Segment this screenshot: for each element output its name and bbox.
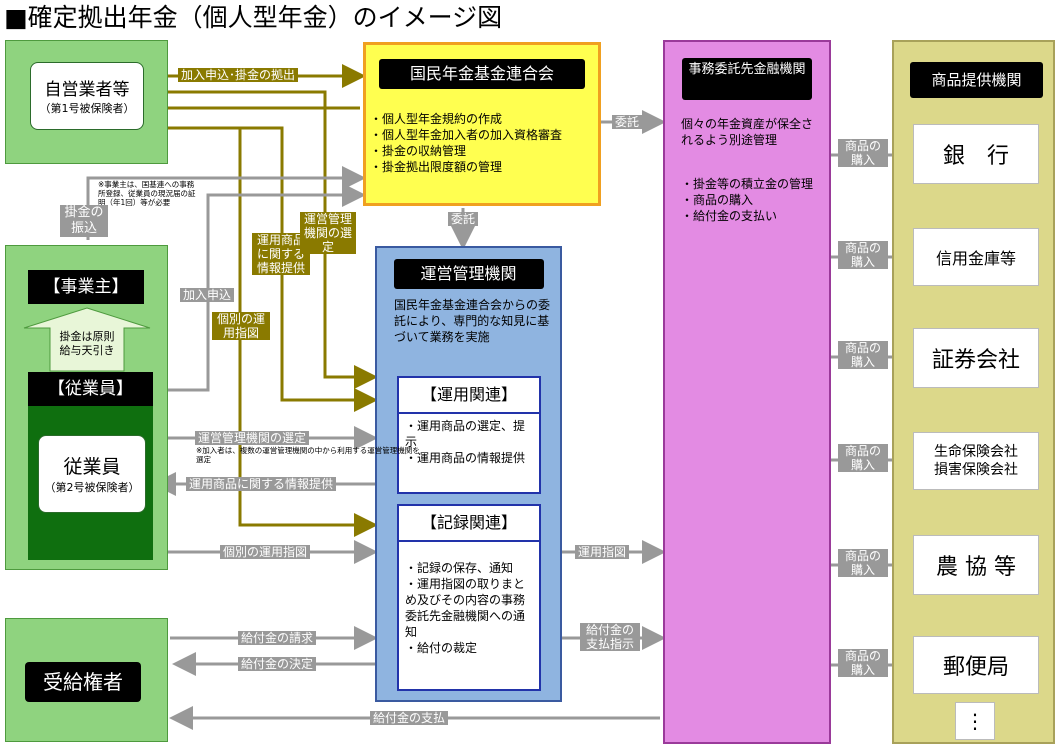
beneficiary-label: 受給権者 [25, 662, 141, 702]
kiroku-bullet: ・記録の保存、通知 [405, 561, 514, 575]
label-kanyu-moushikomi: 加入申込 [180, 288, 235, 302]
label-kyufu-kettei: 給付金の決定 [238, 657, 317, 671]
label-kobetsu-shizu-v: 個別の運用指図 [212, 312, 270, 340]
provider-securities: 証券会社 [913, 328, 1039, 388]
page-title: ■確定拠出年金（個人型年金）のイメージ図 [4, 3, 503, 32]
jimu-bullet: ・掛金等の積立金の管理 [681, 177, 814, 191]
providers-title: 商品提供機関 [910, 62, 1043, 98]
label-kakekin-furikomi: 掛金の振込 [60, 205, 108, 237]
employee-name: 従業員 [63, 456, 121, 478]
label-kanyu-kyoshutsu: 加入申込･掛金の拠出 [178, 68, 299, 82]
unyo-bullets: ・運用商品の選定、提示 ・運用商品の情報提供 [399, 414, 539, 470]
label-purchase: 商品の購入 [838, 341, 888, 369]
label-purchase: 商品の購入 [838, 549, 888, 577]
employee-box: 従業員 （第2号被保険者） [38, 435, 146, 513]
unei-title: 運営管理機関 [393, 259, 544, 289]
jimu-title: 事務委託先金融機関 [682, 58, 812, 100]
payroll-text: 掛金は原則給与天引き [59, 330, 115, 357]
employer-label: 【事業主】 [28, 270, 144, 304]
kiroku-bullet: ・給付の裁定 [405, 641, 478, 655]
provider-post: 郵便局 [913, 636, 1039, 694]
label-unei-sentei: 運営管理機関の選定 [300, 212, 356, 254]
self-employed-box: 自営業者等 （第1号被保険者） [30, 62, 144, 130]
self-employed-name: 自営業者等 [44, 80, 130, 100]
provider-more: ⋮ [955, 702, 995, 740]
unyo-bullet: ・運用商品の選定、提示 [405, 419, 526, 449]
label-kyufu-seikyu: 給付金の請求 [238, 631, 317, 645]
unyo-title: 【運用関連】 [399, 378, 539, 414]
jimu-bullet: ・給付金の支払い [681, 209, 778, 223]
provider-shinkin: 信用金庫等 [913, 228, 1039, 286]
label-sentei-main: 運営管理機関の選定 [195, 431, 310, 445]
jimu-panel: 事務委託先金融機関 個々の年金資産が保全されるよう別途管理 ・掛金等の積立金の管… [663, 40, 831, 744]
sentei-note: ※加入者は、複数の運営管理機関の中から利用する運営管理機関を選定 [196, 446, 420, 464]
unei-desc: 国民年金基金連合会からの委託により、専門的な知見に基づいて業務を実施 [394, 298, 551, 344]
kiroku-title: 【記録関連】 [399, 506, 539, 542]
self-employed-sub: （第1号被保険者） [39, 102, 135, 115]
kokumin-bullet: ・掛金の収納管理 [370, 144, 467, 158]
provider-insurance: 生命保険会社 損害保険会社 [913, 432, 1039, 490]
provider-nokyo: 農 協 等 [913, 535, 1039, 595]
label-joho-main: 運用商品に関する情報提供 [186, 477, 337, 491]
jimu-bullet: ・商品の購入 [681, 193, 754, 207]
kiroku-bullet: ・運用指図の取りまとめ及びその内容の事務委託先金融機関への通知 [405, 577, 526, 639]
label-purchase: 商品の購入 [838, 649, 888, 677]
label-kobetsu-main: 個別の運用指図 [220, 545, 311, 559]
employee-sub: （第2号被保険者） [44, 481, 140, 494]
kokumin-bullet: ・個人型年金加入者の加入資格審査 [370, 128, 563, 142]
label-purchase: 商品の購入 [838, 444, 888, 472]
kokumin-bullet: ・掛金拠出限度額の管理 [370, 160, 503, 174]
jimu-bullets: ・掛金等の積立金の管理 ・商品の購入 ・給付金の支払い [681, 176, 819, 224]
unyo-bullet: ・運用商品の情報提供 [405, 451, 526, 465]
label-itaku-2: 委託 [448, 212, 479, 226]
kiroku-panel: 【記録関連】 ・記録の保存、通知 ・運用指図の取りまとめ及びその内容の事務委託先… [397, 504, 541, 691]
kiroku-bullets: ・記録の保存、通知 ・運用指図の取りまとめ及びその内容の事務委託先金融機関への通… [399, 542, 539, 656]
label-itaku-1: 委託 [612, 115, 643, 129]
employee-header: 【従業員】 [28, 372, 153, 406]
label-kyufu-shiharai: 給付金の支払 [370, 711, 449, 725]
jimu-desc: 個々の年金資産が保全されるよう別途管理 [681, 117, 814, 147]
label-purchase: 商品の購入 [838, 241, 888, 269]
employer-note: ※事業主は、国基連への事務所登録、従業員の現況届の証明（年1回）等が必要 [98, 180, 196, 207]
label-unyo-shizu: 運用指図 [575, 545, 630, 559]
provider-bank: 銀 行 [913, 124, 1039, 184]
kokumin-panel: 国民年金基金連合会 ・個人型年金規約の作成 ・個人型年金加入者の加入資格審査 ・… [363, 42, 601, 206]
unyo-panel: 【運用関連】 ・運用商品の選定、提示 ・運用商品の情報提供 [397, 376, 541, 494]
kokumin-bullet: ・個人型年金規約の作成 [370, 112, 503, 126]
kokumin-title: 国民年金基金連合会 [379, 59, 585, 89]
label-kyufu-shiharai-shiji: 給付金の支払指示 [580, 623, 640, 651]
kokumin-bullets: ・個人型年金規約の作成 ・個人型年金加入者の加入資格審査 ・掛金の収納管理 ・掛… [370, 111, 598, 175]
label-purchase: 商品の購入 [838, 139, 888, 167]
